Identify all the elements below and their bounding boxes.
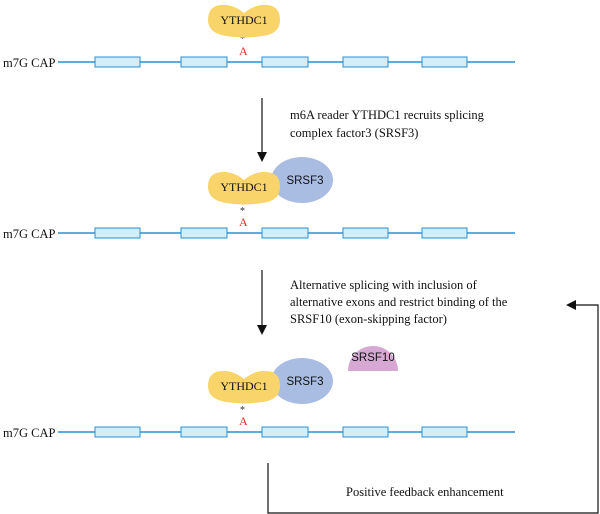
exon-1-4 (342, 56, 389, 68)
exon-2-4 (342, 227, 389, 239)
exon-1-2 (180, 56, 228, 68)
exon-3-4 (342, 426, 389, 438)
ythdc1-label-3: YTHDC1 (220, 379, 267, 393)
ythdc1-kidney-shape-icon (208, 370, 280, 404)
exon-2-1 (94, 227, 141, 239)
m6a-site-3: A (239, 414, 248, 428)
m6a-site-1: A (239, 44, 248, 58)
cap-label-1: m7G CAP (3, 56, 55, 70)
srsf3-protein-2: SRSF3 (271, 157, 333, 203)
srsf10-semicircle-icon (348, 346, 398, 371)
feedback-label: Positive feedback enhancement (346, 485, 504, 499)
feedback-loop-arrow (267, 300, 599, 514)
m6a-star-1: * (240, 34, 245, 45)
srsf3-label-3: SRSF3 (286, 376, 323, 388)
step-1-line-2: complex factor3 (SRSF3) (290, 126, 418, 140)
step-2-line-3: SRSF10 (exon-skipping factor) (290, 312, 447, 326)
ythdc1-kidney-shape-icon (208, 4, 280, 38)
exon-1-5 (421, 56, 468, 68)
step-2-line-2: alternative exons and restrict binding o… (290, 295, 508, 309)
ythdc1-protein-1: YTHDC1 (208, 4, 280, 38)
srsf3-ellipse-icon (271, 358, 333, 404)
m6a-site-2: A (239, 215, 248, 229)
ythdc1-protein-2: YTHDC1 (208, 171, 280, 205)
step-1-line-1: m6A reader YTHDC1 recruits splicing (290, 108, 485, 122)
exon-1-1 (94, 56, 141, 68)
exon-2-2 (180, 227, 228, 239)
mrna-row-1: m7G CAP * A YTHDC1 (3, 4, 515, 70)
mrna-row-3: m7G CAP * A SRSF3 YTHDC1 (3, 358, 515, 440)
step-1-caption: m6A reader YTHDC1 recruits splicing comp… (290, 108, 485, 140)
srsf3-protein-3: SRSF3 (271, 358, 333, 404)
ythdc1-label-2: YTHDC1 (220, 180, 267, 194)
ythdc1-kidney-shape-icon (208, 171, 280, 205)
step-2-line-1: Alternative splicing with inclusion of (290, 278, 478, 292)
cap-label-3: m7G CAP (3, 426, 55, 440)
exon-3-3 (261, 426, 309, 438)
exon-3-5 (421, 426, 468, 438)
srsf10-label: SRSF10 (351, 352, 394, 364)
cap-label-2: m7G CAP (3, 227, 55, 241)
ythdc1-label-1: YTHDC1 (220, 13, 267, 27)
step-2-caption: Alternative splicing with inclusion of a… (290, 278, 508, 326)
srsf10-protein: SRSF10 (348, 346, 398, 371)
ythdc1-protein-3: YTHDC1 (208, 370, 280, 404)
exon-3-1 (94, 426, 141, 438)
mrna-row-2: m7G CAP * A SRSF3 YTHDC1 (3, 157, 515, 241)
m6a-star-3: * (240, 405, 245, 416)
exon-3-2 (180, 426, 228, 438)
exon-1-3 (261, 56, 309, 68)
srsf3-ellipse-icon (271, 157, 333, 203)
exon-2-3 (261, 227, 309, 239)
m6a-star-2: * (240, 206, 245, 217)
exon-2-5 (421, 227, 468, 239)
srsf3-label-2: SRSF3 (286, 175, 323, 187)
